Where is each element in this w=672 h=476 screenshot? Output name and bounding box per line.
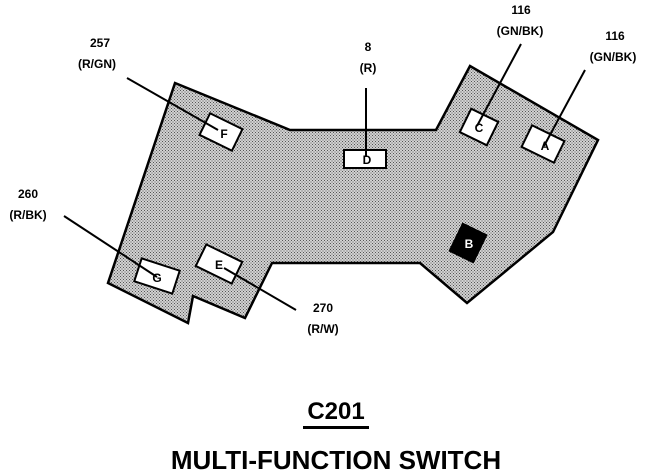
svg-text:(R): (R): [360, 61, 377, 75]
wire-label-g: 260 (R/BK): [9, 187, 46, 222]
svg-text:(R/W): (R/W): [307, 322, 338, 336]
svg-text:116: 116: [605, 29, 625, 43]
wire-label-d: 8 (R): [360, 40, 377, 75]
leader-line-e: [223, 267, 297, 311]
svg-text:(GN/BK): (GN/BK): [590, 50, 637, 64]
leader-line-g: [63, 215, 158, 278]
wire-label-e: 270 (R/W): [307, 301, 338, 336]
wire-label-a: 116 (GN/BK): [590, 29, 637, 64]
connector-id: C201: [0, 398, 672, 429]
svg-text:(GN/BK): (GN/BK): [497, 24, 544, 38]
pin-cavity-e: E: [194, 243, 244, 285]
pin-label-c: C: [475, 121, 484, 135]
pin-label-e: E: [215, 258, 223, 272]
svg-text:260: 260: [18, 187, 38, 201]
pin-label-g: G: [152, 271, 161, 285]
svg-text:(R/BK): (R/BK): [9, 208, 46, 222]
svg-text:116: 116: [511, 3, 531, 17]
svg-text:8: 8: [365, 40, 372, 54]
pin-label-d: D: [363, 153, 372, 167]
pin-cavity-b: B: [448, 222, 488, 264]
leader-line-a: [543, 69, 586, 147]
pin-cavity-f: F: [198, 111, 244, 153]
pin-cavity-a: A: [520, 123, 566, 165]
svg-text:(R/GN): (R/GN): [78, 57, 116, 71]
pin-cavity-c: C: [458, 107, 500, 147]
pin-label-a: A: [541, 139, 550, 153]
wire-label-f: 257 (R/GN): [78, 36, 116, 71]
component-name: MULTI-FUNCTION SWITCH: [170, 445, 502, 475]
svg-text:270: 270: [313, 301, 333, 315]
svg-text:257: 257: [90, 36, 110, 50]
wire-label-c: 116 (GN/BK): [497, 3, 544, 38]
connector-id-text: C201: [303, 398, 369, 429]
leader-line-c: [476, 43, 522, 127]
pin-label-f: F: [220, 127, 227, 141]
connector-body: [106, 64, 600, 325]
leader-line-f: [126, 77, 219, 131]
pin-label-b: B: [465, 237, 474, 251]
